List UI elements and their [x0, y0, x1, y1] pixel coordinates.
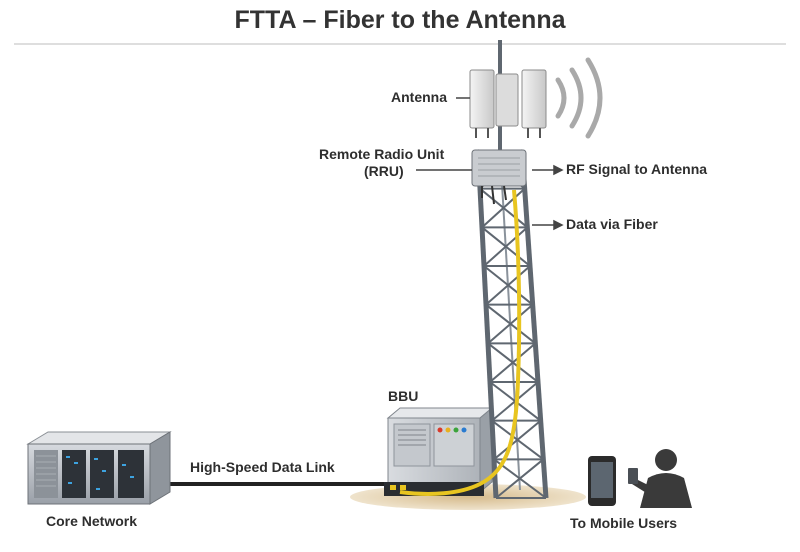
tower-brace: [493, 419, 542, 461]
rru-label-line2: (RRU): [364, 163, 404, 179]
page-title: FTTA – Fiber to the Antenna: [234, 6, 566, 34]
tower-brace: [487, 303, 534, 345]
data-fiber-label: Data via Fiber: [566, 216, 658, 232]
pointer-lines: [416, 97, 564, 231]
core-network-label: Core Network: [46, 513, 138, 529]
rru-label-line1: Remote Radio Unit: [319, 146, 445, 162]
server-rack-icon: [26, 431, 172, 505]
tower-brace: [495, 458, 544, 499]
fiber-cable: [399, 189, 522, 496]
tower-brace: [481, 187, 526, 229]
tower-brace: [485, 265, 531, 306]
antenna-panel-icon: [469, 69, 547, 138]
bbu-label: BBU: [388, 388, 419, 404]
person-icon: [628, 449, 692, 508]
mobile-users-label: To Mobile Users: [570, 515, 678, 531]
radio-waves-icon: [555, 57, 603, 139]
smartphone-icon: [588, 456, 616, 506]
radio-unit-icon: [471, 149, 527, 205]
tower-brace: [483, 226, 528, 267]
tower-brace: [489, 342, 536, 383]
cabinet-icon: [384, 406, 494, 496]
rf-signal-label: RF Signal to Antenna: [566, 161, 708, 177]
tower-structure: [475, 40, 549, 499]
data-link-label: High-Speed Data Link: [190, 459, 335, 475]
antenna-label: Antenna: [391, 89, 447, 105]
